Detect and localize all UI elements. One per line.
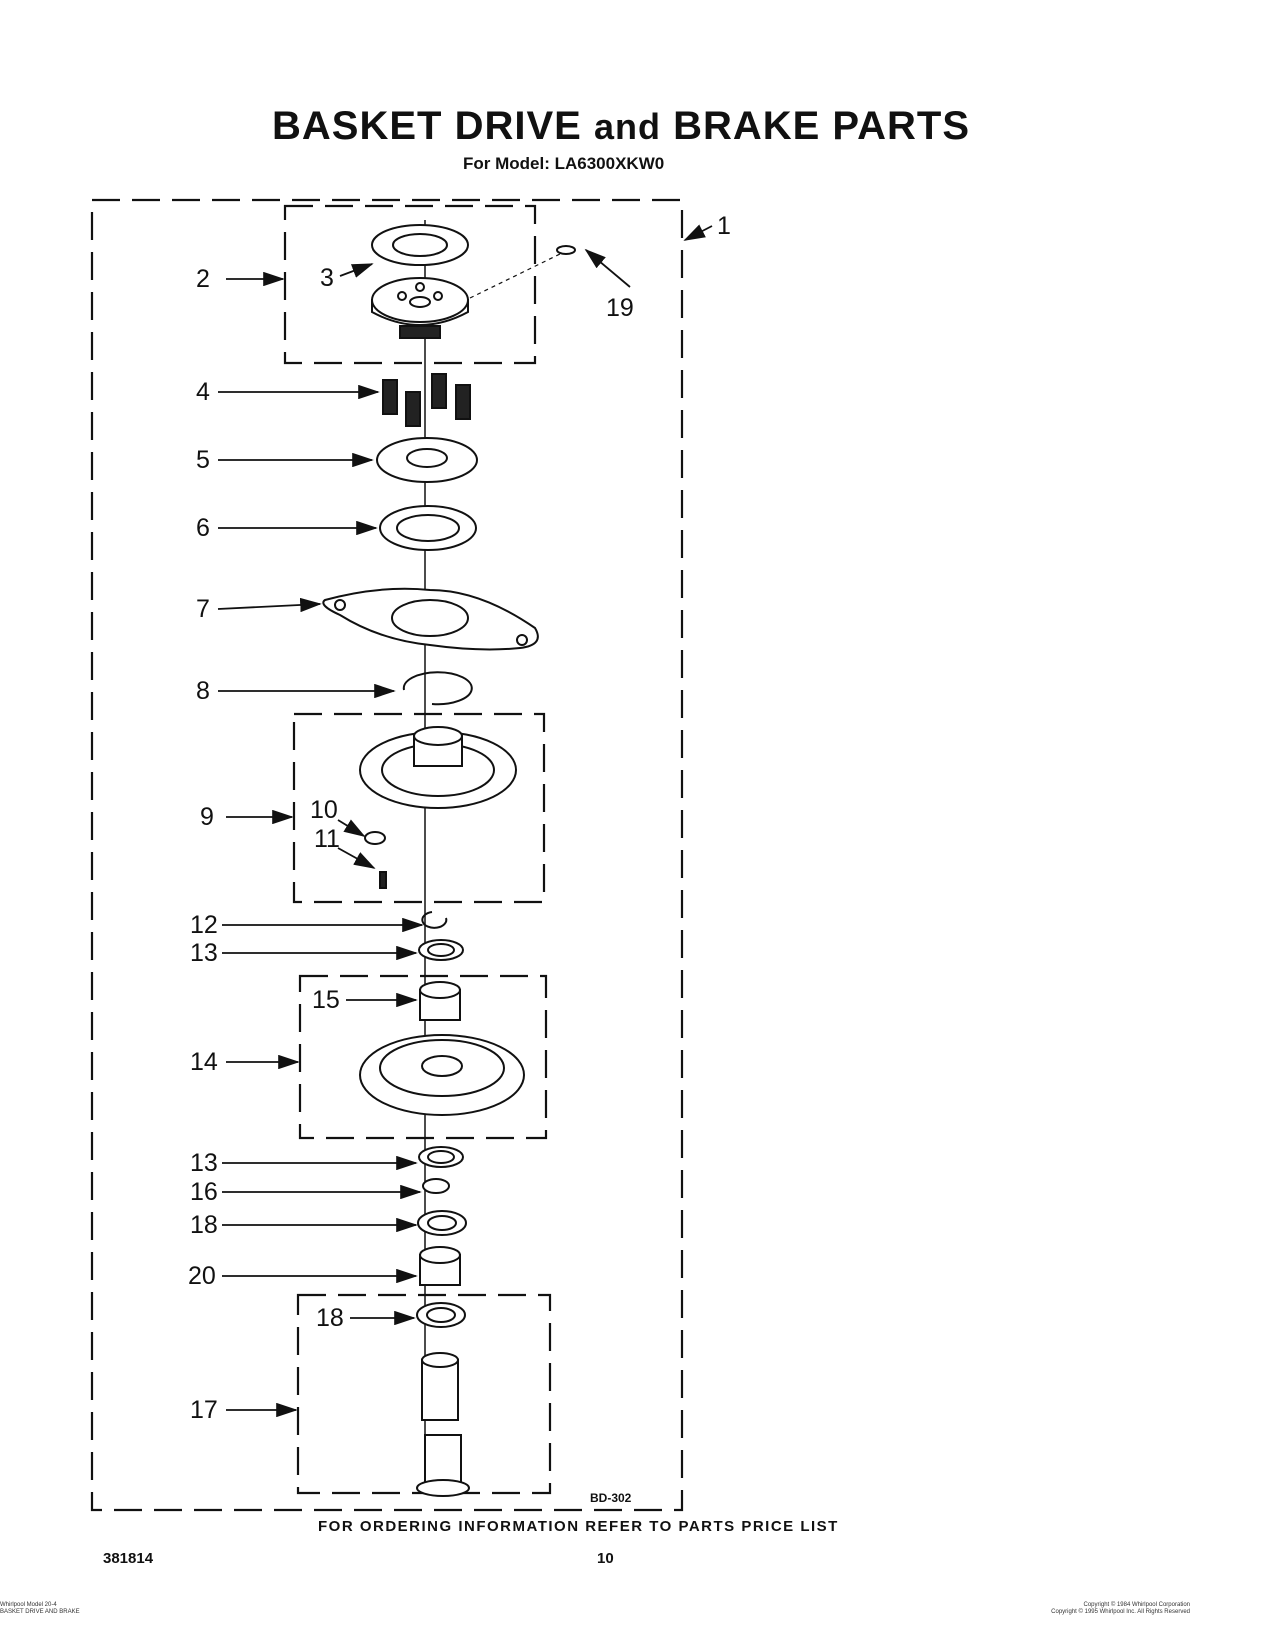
part-11-screw	[379, 871, 387, 889]
footer-left-note: Whirlpool Model 20-4 BASKET DRIVE AND BR…	[0, 1602, 80, 1616]
callout-18-lower: 18	[316, 1304, 344, 1332]
group-box-9	[292, 712, 546, 904]
callout-7: 7	[196, 595, 210, 623]
part-12-clip	[421, 911, 448, 929]
footer-left-line-2: BASKET DRIVE AND BRAKE	[0, 1609, 80, 1615]
group-box-2	[283, 204, 537, 365]
footer-right-line-1: Copyright © 1984 Whirlpool Corporation	[1083, 1602, 1190, 1608]
callout-20: 20	[188, 1262, 216, 1290]
title-part1: BASKET DRIVE	[272, 104, 582, 148]
part-8-snap-ring	[402, 671, 473, 706]
ordering-note: FOR ORDERING INFORMATION REFER TO PARTS …	[318, 1518, 839, 1535]
callout-5: 5	[196, 446, 210, 474]
callout-8: 8	[196, 677, 210, 705]
callout-1: 1	[717, 212, 731, 240]
part-4-springs	[382, 373, 471, 427]
footer-right-line-2: Copyright © 1995 Whirlpool Inc. All Righ…	[1051, 1609, 1190, 1615]
callout-13-lower: 13	[190, 1149, 218, 1177]
callout-12: 12	[190, 911, 218, 939]
group-box-14	[298, 974, 548, 1140]
callout-14: 14	[190, 1048, 218, 1076]
page-title: BASKET DRIVE and BRAKE PARTS	[0, 104, 1272, 149]
callout-3: 3	[320, 264, 334, 292]
part-10-washer	[364, 831, 386, 845]
part-16-spacer	[422, 1178, 450, 1194]
callout-18-upper: 18	[190, 1211, 218, 1239]
document-number: 381814	[103, 1550, 154, 1567]
callout-4: 4	[196, 378, 210, 406]
model-subtitle: For Model: LA6300XKW0	[463, 154, 665, 173]
callout-2: 2	[196, 265, 210, 293]
part-17-tube	[421, 1359, 459, 1421]
callout-6: 6	[196, 514, 210, 542]
callout-19: 19	[606, 294, 634, 322]
footer-copyright: Copyright © 1984 Whirlpool Corporation C…	[1000, 1602, 1190, 1616]
callout-11: 11	[314, 825, 340, 853]
callout-16: 16	[190, 1178, 218, 1206]
assembly-outline-1	[90, 198, 684, 1512]
part-19-pin	[556, 245, 576, 255]
callout-13-upper: 13	[190, 939, 218, 967]
title-part2: BRAKE PARTS	[673, 104, 971, 148]
footer-left-line-1: Whirlpool Model 20-4	[0, 1602, 57, 1608]
callout-17: 17	[190, 1396, 218, 1424]
diagram-code: BD-302	[590, 1491, 632, 1505]
callout-15: 15	[312, 986, 340, 1014]
callout-10: 10	[310, 796, 338, 824]
callout-9: 9	[200, 803, 214, 831]
title-and: and	[593, 106, 661, 147]
page-number: 10	[597, 1550, 614, 1567]
